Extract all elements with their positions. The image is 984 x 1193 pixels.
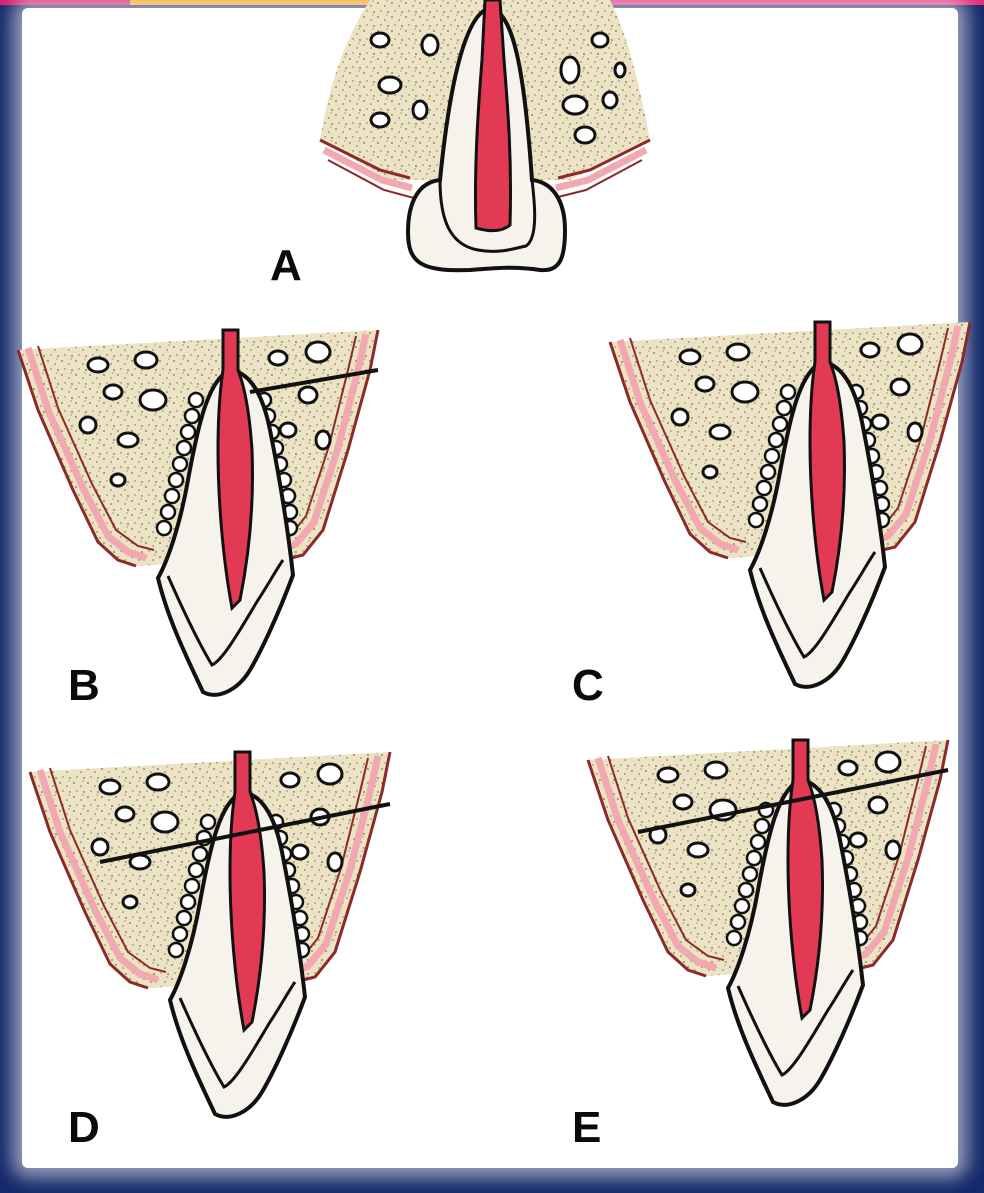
- panel-b-tooth: [18, 330, 378, 695]
- panel-label-d: D: [68, 1103, 100, 1152]
- panel-label-a: A: [270, 241, 302, 290]
- panel-a-upper-tooth: [320, 0, 650, 270]
- panel-e-tooth: [588, 740, 948, 1105]
- panel-label-b: B: [68, 661, 100, 710]
- panel-c-tooth: [610, 322, 970, 687]
- panel-label-e: E: [572, 1103, 601, 1152]
- panel-label-c: C: [572, 661, 604, 710]
- panel-d-tooth: [30, 752, 390, 1117]
